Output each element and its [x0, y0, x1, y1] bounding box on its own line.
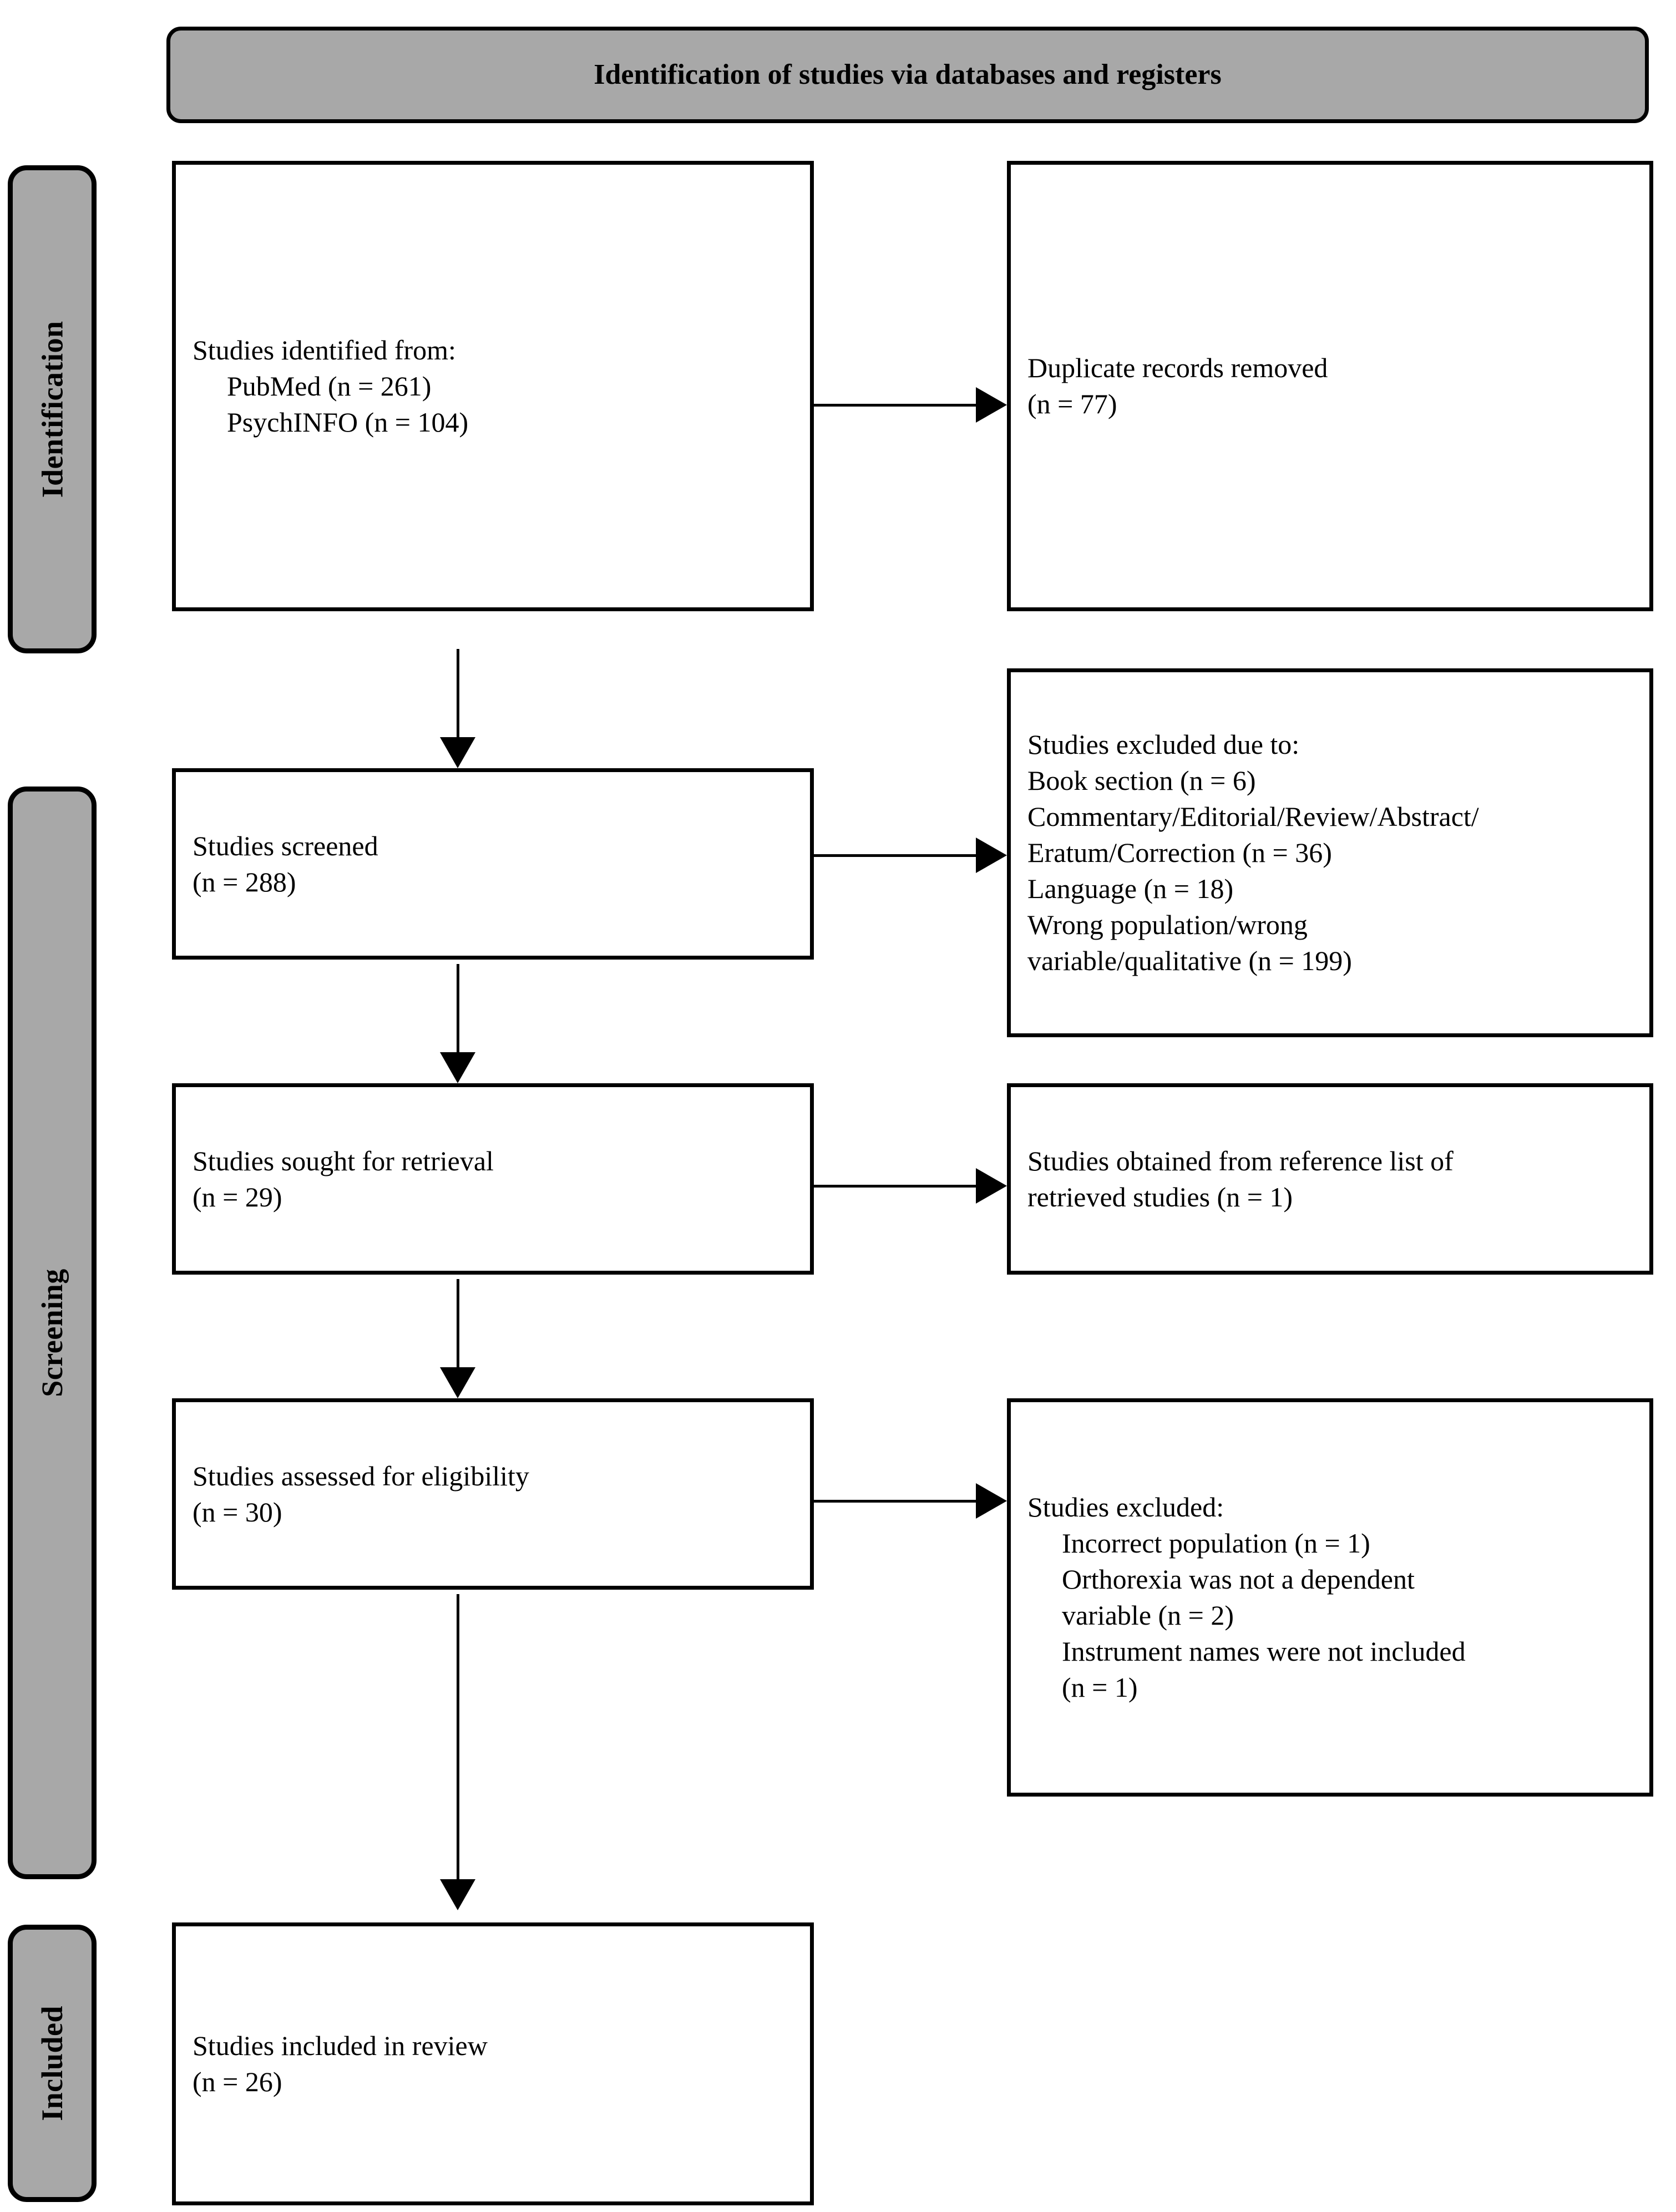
arrow-shaft — [457, 1594, 459, 1879]
arrow-shaft — [814, 1500, 976, 1503]
box-studies-excluded-screening: Studies excluded due to: Book section (n… — [1007, 668, 1653, 1037]
arrow-shaft — [814, 854, 976, 857]
box-studies-assessed-for-eligibility: Studies assessed for eligibility (n = 30… — [172, 1398, 814, 1590]
box-line: variable/qualitative (n = 199) — [1027, 945, 1352, 976]
box-line: Studies excluded due to: — [1027, 729, 1300, 760]
box-line: Book section (n = 6) — [1027, 765, 1256, 796]
box-studies-included-in-review: Studies included in review (n = 26) — [172, 1922, 814, 2205]
stage-label-included: Included — [36, 2005, 69, 2122]
box-line: (n = 77) — [1027, 388, 1117, 419]
box-line: Instrument names were not included — [1062, 1636, 1466, 1667]
diagram-title: Identification of studies via databases … — [594, 59, 1222, 90]
box-line: Eratum/Correction (n = 36) — [1027, 837, 1332, 868]
box-studies-excluded-eligibility: Studies excluded: Incorrect population (… — [1007, 1398, 1653, 1797]
arrow-shaft — [814, 404, 976, 407]
box-duplicate-records-removed: Duplicate records removed (n = 77) — [1007, 161, 1653, 611]
arrow-shaft — [814, 1185, 976, 1188]
box-line: Studies identified from: — [193, 334, 456, 366]
box-line: retrieved studies (n = 1) — [1027, 1181, 1293, 1212]
arrow-shaft — [457, 1279, 459, 1367]
arrow-shaft — [457, 964, 459, 1052]
box-line: (n = 1) — [1062, 1672, 1138, 1703]
box-line: Duplicate records removed — [1027, 352, 1328, 383]
box-line: variable (n = 2) — [1062, 1600, 1234, 1631]
box-line: Orthorexia was not a dependent — [1062, 1564, 1415, 1595]
box-line: Incorrect population (n = 1) — [1062, 1528, 1370, 1559]
stage-label-screening: Screening — [36, 1269, 69, 1397]
box-line: Language (n = 18) — [1027, 873, 1234, 904]
box-line: Studies assessed for eligibility — [193, 1460, 529, 1491]
box-studies-identified: Studies identified from: PubMed (n = 261… — [172, 161, 814, 611]
box-line: (n = 29) — [193, 1181, 282, 1212]
arrow-head — [976, 1168, 1007, 1204]
stage-pill-included: Included — [8, 1925, 97, 2202]
arrow-head — [440, 737, 475, 768]
stage-pill-identification: Identification — [8, 165, 97, 653]
box-line: Studies sought for retrieval — [193, 1145, 494, 1176]
box-studies-sought-for-retrieval: Studies sought for retrieval (n = 29) — [172, 1083, 814, 1275]
arrow-head — [440, 1879, 475, 1910]
arrow-head — [976, 838, 1007, 873]
box-line: Commentary/Editorial/Review/Abstract/ — [1027, 801, 1479, 832]
stage-pill-screening: Screening — [8, 787, 97, 1879]
arrow-head — [440, 1367, 475, 1398]
box-studies-obtained-reference-list: Studies obtained from reference list of … — [1007, 1083, 1653, 1275]
box-line: Studies obtained from reference list of — [1027, 1145, 1454, 1176]
box-line: Wrong population/wrong — [1027, 909, 1308, 940]
arrow-head — [440, 1052, 475, 1083]
stage-label-identification: Identification — [36, 321, 69, 498]
arrow-head — [976, 387, 1007, 423]
arrow-head — [976, 1483, 1007, 1519]
box-line: (n = 30) — [193, 1496, 282, 1528]
box-line: Studies screened — [193, 830, 378, 861]
diagram-header-banner: Identification of studies via databases … — [166, 27, 1649, 123]
box-line: Studies included in review — [193, 2030, 488, 2061]
box-line: PubMed (n = 261) — [227, 370, 432, 402]
box-line: (n = 26) — [193, 2066, 282, 2097]
box-studies-screened: Studies screened (n = 288) — [172, 768, 814, 960]
box-line: Studies excluded: — [1027, 1491, 1224, 1523]
box-line: PsychINFO (n = 104) — [227, 406, 469, 438]
box-line: (n = 288) — [193, 866, 296, 897]
arrow-shaft — [457, 649, 459, 737]
